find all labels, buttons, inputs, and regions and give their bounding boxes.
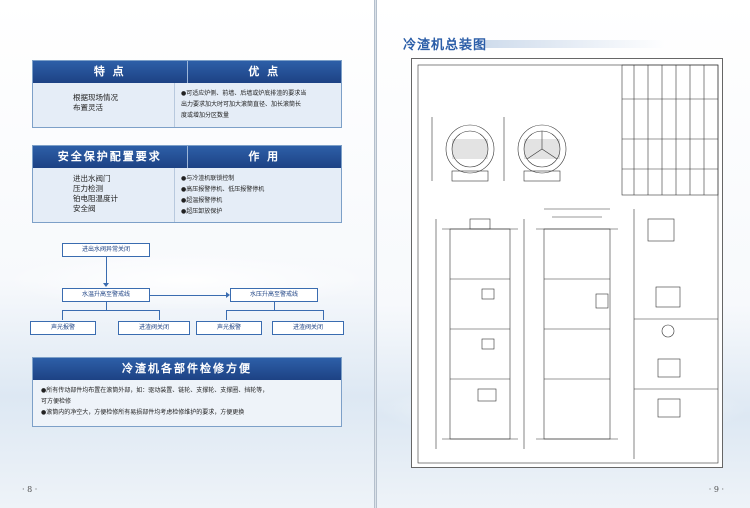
side-elevation-right: [543, 228, 611, 440]
flow-line: [62, 310, 63, 320]
flow-arrow: [103, 283, 109, 287]
title-block: [621, 64, 719, 196]
features-table-body: 根据现场情况 布置灵活 ●可适应炉侧、前墙、后墙或炉底排渣的要求当 出力要求加大…: [33, 83, 341, 127]
features-left-col: 根据现场情况 布置灵活: [33, 83, 175, 127]
safety-left-item: 安全阀: [73, 204, 96, 213]
features-header-left: 特 点: [33, 61, 187, 83]
features-table: 特 点 优 点 根据现场情况 布置灵活 ●可适应炉侧、前墙、后墙或炉底排渣的要求…: [32, 60, 342, 128]
right-page: 冷渣机总装图: [377, 0, 750, 508]
drawing-frame: [417, 64, 719, 464]
features-right-line: 度或增加分区数量: [181, 112, 230, 119]
safety-right-line: ●高压报警停机、低压报警停机: [181, 186, 265, 193]
features-table-header: 特 点 优 点: [33, 61, 341, 83]
maintenance-body: ●所有传动部件均布置在滚筒外部，如：驱动装置、链轮、支撑轮、支撑圈、挡轮等， 可…: [33, 380, 341, 423]
assembly-drawing-svg: [417, 64, 719, 464]
flow-arrow: [226, 292, 230, 298]
flow-valve-abnormal: 进出水阀异常关闭: [62, 243, 150, 257]
flow-temp-warning: 水温升高至警戒线: [62, 288, 150, 302]
flow-line: [106, 302, 107, 310]
maintenance-title: 冷渣机各部件检修方便: [33, 358, 341, 380]
flow-slag-valve-close-2: 进渣阀关闭: [272, 321, 344, 335]
flow-line: [106, 257, 107, 283]
maintenance-line: 可方便检修: [41, 398, 72, 405]
safety-left-item: 铂电阻温度计: [73, 194, 118, 203]
safety-right-col: ●与冷渣机联锁控制 ●高压报警停机、低压报警停机 ●超温报警停机 ●超压卸放保护: [175, 168, 341, 222]
flow-line: [323, 310, 324, 320]
book-spine: [374, 0, 377, 508]
features-right-col: ●可适应炉侧、前墙、后墙或炉底排渣的要求当 出力要求加大时可加大滚筒直径、加长滚…: [175, 83, 341, 127]
features-header-right: 优 点: [186, 61, 341, 83]
flow-line: [226, 310, 227, 320]
flow-line: [62, 310, 160, 311]
flow-alarm-1: 声光报警: [30, 321, 96, 335]
flow-line: [274, 302, 275, 310]
detail-view-3: [661, 324, 675, 338]
maintenance-line: ●所有传动部件均布置在滚筒外部，如：驱动装置、链轮、支撑轮、支撑圈、挡轮等，: [41, 387, 269, 394]
detail-view-2: [655, 286, 681, 308]
safety-right-line: ●超温报警停机: [181, 197, 223, 204]
flow-pressure-warning: 水压升高至警戒线: [230, 288, 318, 302]
safety-right-line: ●与冷渣机联锁控制: [181, 175, 235, 182]
maintenance-line: ●滚筒内的净空大，方便检修所有易损部件均考虑检修维护的要求，方便更换: [41, 409, 245, 416]
safety-header-right: 作 用: [186, 146, 341, 168]
safety-table-body: 进出水阀门 压力检测 铂电阻温度计 安全阀 ●与冷渣机联锁控制 ●高压报警停机、…: [33, 168, 341, 222]
features-left-item: 根据现场情况: [73, 93, 118, 102]
flow-line: [150, 295, 226, 296]
detail-view-4: [657, 358, 681, 378]
flow-slag-valve-close-1: 进渣阀关闭: [118, 321, 190, 335]
features-right-line: ●可适应炉侧、前墙、后墙或炉底排渣的要求当: [181, 90, 307, 97]
detail-view-1: [647, 218, 675, 242]
assembly-drawing: [411, 58, 723, 468]
left-page: 特 点 优 点 根据现场情况 布置灵活 ●可适应炉侧、前墙、后墙或炉底排渣的要求…: [0, 0, 374, 508]
features-right-line: 出力要求加大时可加大滚筒直径、加长滚筒长: [181, 101, 302, 108]
safety-left-item: 进出水阀门: [73, 174, 111, 183]
page-number-left: · 8 ·: [22, 485, 38, 494]
safety-left-item: 压力检测: [73, 184, 103, 193]
safety-table: 安全保护配置要求 作 用 进出水阀门 压力检测 铂电阻温度计 安全阀 ●与冷渣机…: [32, 145, 342, 223]
title-decoration: [485, 40, 665, 48]
drum-end-view-right: [517, 124, 567, 174]
side-elevation-left: [449, 228, 511, 440]
flow-line: [159, 310, 160, 320]
safety-table-header: 安全保护配置要求 作 用: [33, 146, 341, 168]
drum-end-view-left: [445, 124, 495, 174]
safety-left-col: 进出水阀门 压力检测 铂电阻温度计 安全阀: [33, 168, 175, 222]
page-number-right: · 9 ·: [708, 485, 724, 494]
features-left-item: 布置灵活: [73, 103, 103, 112]
maintenance-box: 冷渣机各部件检修方便 ●所有传动部件均布置在滚筒外部，如：驱动装置、链轮、支撑轮…: [32, 357, 342, 427]
flow-alarm-2: 声光报警: [196, 321, 262, 335]
page-title: 冷渣机总装图: [403, 38, 488, 53]
detail-view-5: [657, 398, 681, 418]
flow-line: [226, 310, 324, 311]
safety-right-line: ●超压卸放保护: [181, 208, 223, 215]
safety-header-left: 安全保护配置要求: [33, 146, 187, 168]
